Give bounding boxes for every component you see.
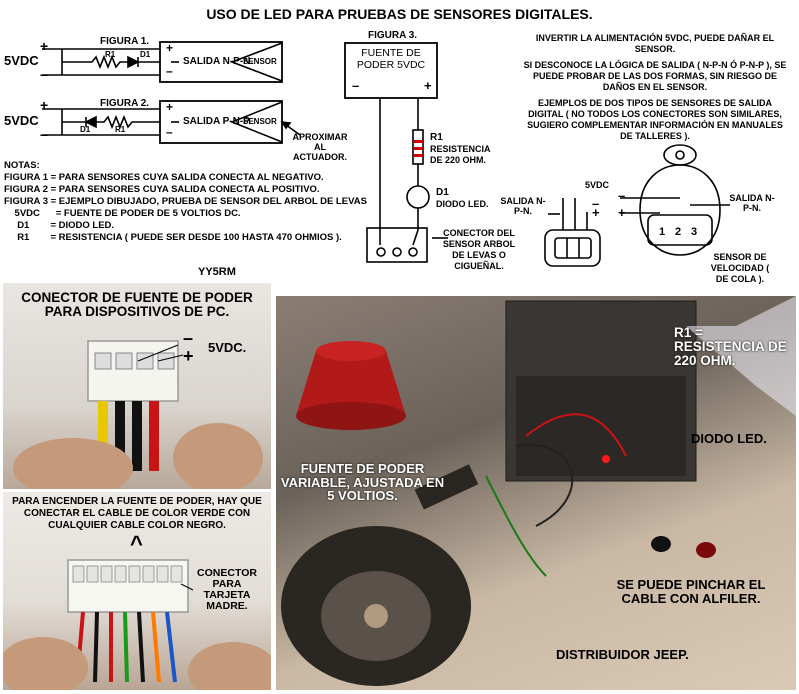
plus-sign: +	[592, 205, 600, 220]
photo-1-voltage: 5VDC.	[208, 340, 247, 355]
up-arrow-icon: ^	[130, 531, 143, 556]
approach-actuator: APROXIMAR AL ACTUADOR.	[292, 132, 348, 162]
photo-1-caption: CONECTOR DE FUENTE DE PODER PARA DISPOSI…	[21, 290, 253, 320]
figure-1-output: SALIDA N-P-N.	[183, 56, 254, 67]
connector-illustration	[13, 340, 263, 489]
figure-2-plus: +	[40, 97, 49, 113]
label-5vdc: 5VDC	[585, 180, 610, 190]
figure-3-label: FIGURA 3.	[368, 30, 418, 41]
photo-3-led: DIODO LED.	[691, 431, 767, 446]
photo-3-distributor: DISTRIBUIDOR JEEP.	[556, 647, 689, 662]
photo-3-r1: R1 = RESISTENCIA DE 220 OHM.	[674, 325, 787, 369]
photo-2-connector-label: CONECTOR PARA TARJETA MADRE.	[197, 567, 257, 613]
photo-2-caption: PARA ENCENDER LA FUENTE DE PODER, HAY QU…	[12, 496, 262, 531]
speed-sensor-drawing	[620, 144, 730, 256]
figure-1-minus: –	[40, 66, 48, 82]
figure-1-voltage: 5VDC	[4, 53, 39, 68]
photo-1-plus: +	[183, 346, 194, 366]
note-line: FIGURA 2 = PARA SENSORES CUYA SALIDA CON…	[4, 184, 320, 195]
photo-motherboard-connector: PARA ENCENDER LA FUENTE DE PODER, HAY QU…	[3, 492, 271, 690]
figure-2-d1: D1	[80, 125, 91, 134]
figure-3-connector: CONECTOR DEL SENSOR ARBOL DE LEVAS O CIG…	[442, 228, 516, 271]
note-line: FIGURA 3 = EJEMPLO DIBUJADO, PRUEBA DE S…	[4, 196, 367, 207]
note-line: R1 = RESISTENCIA ( PUEDE SER DESDE 100 H…	[4, 232, 342, 243]
logic-text: SI DESCONOCE LA LÓGICA DE SALIDA ( N-P-N…	[523, 60, 787, 92]
salida-npn-left: SALIDA N-P-N.	[500, 196, 546, 216]
minus-sign-right: –	[618, 188, 626, 203]
photo-bench-test: R1 = RESISTENCIA DE 220 OHM. DIODO LED. …	[276, 296, 796, 690]
resistor-bands	[413, 140, 423, 157]
figure-2-box-plus: +	[166, 100, 174, 114]
bench-illustration	[281, 296, 796, 686]
figure-3-d1: D1	[436, 187, 449, 198]
figure-1-plus: +	[40, 38, 49, 54]
figure-2-minus: –	[40, 126, 48, 142]
author-tag: YY5RM	[198, 266, 236, 278]
figure-3-r1: R1	[430, 132, 443, 143]
figure-3-resistance: RESISTENCIA DE 220 OHM.	[430, 144, 491, 165]
salida-npn-right: SALIDA N-P-N.	[729, 193, 775, 213]
figure-1-label: FIGURA 1.	[100, 36, 150, 47]
note-line: D1 = DIODO LED.	[4, 220, 115, 231]
photo-3-pin: SE PUEDE PINCHAR EL CABLE CON ALFILER.	[616, 577, 766, 606]
figure-1-box-minus: –	[166, 64, 173, 78]
figure-2-output: SALIDA P-N-P.	[183, 116, 252, 127]
minus-sign: –	[592, 196, 600, 211]
page-title: USO DE LED PARA PRUEBAS DE SENSORES DIGI…	[206, 6, 593, 22]
photo-3-supply: FUENTE DE PODER VARIABLE, AJUSTADA EN 5 …	[280, 461, 445, 504]
warning-text: INVERTIR LA ALIMENTACIÓN 5VDC, PUEDE DAÑ…	[535, 33, 775, 54]
figure-1-r1: R1	[105, 50, 116, 59]
note-line: FIGURA 1 = PARA SENSORES CUYA SALIDA CON…	[4, 172, 324, 183]
figure-3-supply: FUENTE DE PODER 5VDC	[356, 47, 426, 71]
speed-sensor-label: SENSOR DE VELOCIDAD ( DE COLA ).	[710, 252, 770, 284]
figure-2-r1: R1	[115, 125, 126, 134]
pin-1: 1	[659, 226, 666, 238]
plus-sign-right: +	[618, 205, 626, 220]
figure-1-box-plus: +	[166, 41, 174, 55]
figure-2-sensor: SENSOR	[243, 117, 277, 126]
figure-3-led: DIODO LED.	[436, 199, 489, 209]
examples-text: EJEMPLOS DE DOS TIPOS DE SENSORES DE SAL…	[527, 98, 783, 141]
figure-3-minus: –	[352, 78, 360, 93]
figure-2-circuit	[42, 100, 301, 144]
pin-2: 2	[675, 226, 682, 238]
figure-3-plus: +	[424, 78, 432, 93]
photo-pc-power-connector: CONECTOR DE FUENTE DE PODER PARA DISPOSI…	[3, 283, 271, 489]
note-line: 5VDC = FUENTE DE PODER DE 5 VOLTIOS DC.	[4, 208, 241, 219]
connector-illustration-2	[3, 559, 271, 690]
figure-1-circuit	[42, 41, 283, 83]
pin-3: 3	[691, 226, 698, 238]
figure-2-box-minus: –	[166, 125, 173, 139]
notes-heading: NOTAS:	[4, 160, 40, 171]
photo-1-minus: –	[183, 328, 194, 348]
figure-2-label: FIGURA 2.	[100, 98, 150, 109]
figure-1-sensor: SENSOR	[243, 57, 277, 66]
figure-2-voltage: 5VDC	[4, 113, 39, 128]
circuit-diagrams	[42, 41, 730, 267]
figure-3-circuit	[344, 42, 448, 263]
sensor-connector-left	[544, 198, 601, 267]
figure-1-d1: D1	[140, 50, 151, 59]
